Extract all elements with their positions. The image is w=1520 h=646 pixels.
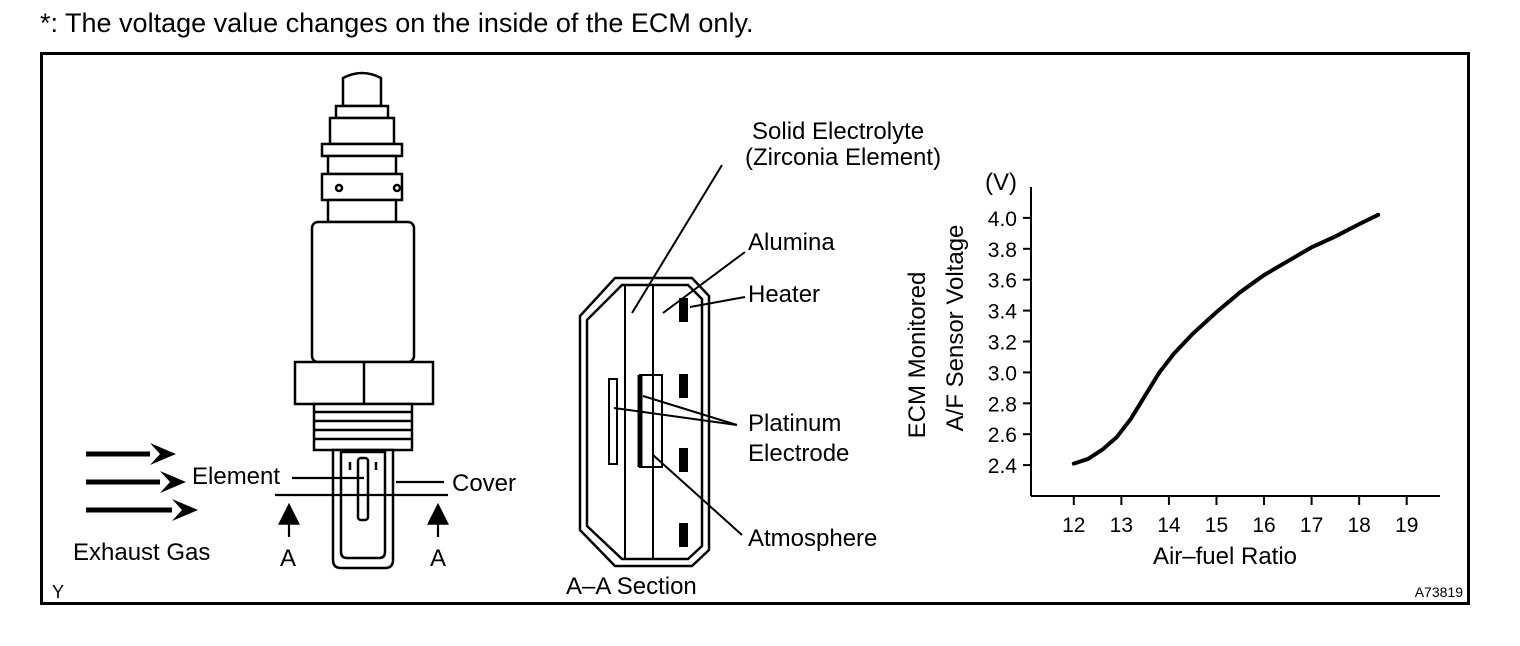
platinum-electrode-outer xyxy=(608,378,618,465)
x-tick-label: 13 xyxy=(1110,514,1133,537)
corner-letter: Y xyxy=(52,582,64,602)
y-tick-label: 4.0 xyxy=(988,208,1017,231)
sensor-hole xyxy=(392,183,402,193)
x-tick-label: 18 xyxy=(1347,514,1370,537)
section-title: A–A Section xyxy=(566,573,697,600)
y-axis-label-line2: A/F Sensor Voltage xyxy=(942,225,969,432)
x-tick-label: 19 xyxy=(1395,514,1418,537)
heater-blocks xyxy=(679,298,688,547)
y-tick-label: 2.6 xyxy=(988,424,1017,447)
exhaust-arrowheads xyxy=(150,443,198,521)
caption-note: *: The voltage value changes on the insi… xyxy=(40,8,754,38)
heater-block xyxy=(679,298,688,322)
x-tick-label: 14 xyxy=(1157,514,1181,537)
section-marker-right: A xyxy=(430,545,446,572)
figure-frame xyxy=(40,52,1470,605)
section-marker-left: A xyxy=(280,545,296,572)
y-tick-label: 3.6 xyxy=(988,270,1017,293)
section-leader-lines xyxy=(613,164,746,536)
y-tick-label: 2.8 xyxy=(988,393,1017,416)
sensor-drawing xyxy=(293,71,435,570)
platinum-label: Platinum xyxy=(748,410,841,437)
x-tick-label: 12 xyxy=(1062,514,1085,537)
exhaust-arrows xyxy=(86,451,172,513)
cover-label: Cover xyxy=(452,470,516,497)
y-axis-label-line1: ECM Monitored xyxy=(904,272,931,439)
y-tick-label: 3.2 xyxy=(988,332,1017,355)
section-inner-outline xyxy=(585,283,704,561)
heater-label: Heater xyxy=(748,281,820,308)
y-tick-label: 3.8 xyxy=(988,239,1017,262)
sensor-terminal xyxy=(341,71,383,108)
series-line xyxy=(1071,212,1381,466)
exhaust-gas-label: Exhaust Gas xyxy=(73,539,210,566)
sensor-hole xyxy=(334,183,344,193)
heater-block xyxy=(679,523,688,547)
section-outer-outline xyxy=(578,276,711,568)
element-label: Element xyxy=(192,463,280,490)
zirconia-element-label: (Zirconia Element) xyxy=(745,144,941,171)
x-axis-label: Air–fuel Ratio xyxy=(1153,543,1297,570)
y-tick-label: 3.4 xyxy=(988,301,1018,324)
y-tick-label: 3.0 xyxy=(988,362,1017,385)
alumina-label: Alumina xyxy=(748,229,835,256)
x-tick-label: 17 xyxy=(1300,514,1323,537)
sensor-element xyxy=(356,456,370,522)
heater-block xyxy=(679,448,688,472)
x-tick-label: 16 xyxy=(1252,514,1275,537)
heater-block xyxy=(679,374,688,398)
figure-code: A73819 xyxy=(1415,584,1463,600)
y-unit-label: (V) xyxy=(985,169,1017,196)
electrode-label: Electrode xyxy=(748,440,849,467)
voltage-chart: 2.4 2.6 2.8 3.0 3.2 3.4 3.6 3.8 4.0 12 13 14 15 16 17… xyxy=(904,169,1440,570)
y-tick-label: 2.4 xyxy=(988,455,1018,478)
section-cut xyxy=(275,476,449,537)
solid-electrolyte-label: Solid Electrolyte xyxy=(752,118,924,145)
x-tick-label: 15 xyxy=(1205,514,1228,537)
atmosphere-label: Atmosphere xyxy=(748,525,877,552)
cross-section-drawing xyxy=(578,276,711,568)
